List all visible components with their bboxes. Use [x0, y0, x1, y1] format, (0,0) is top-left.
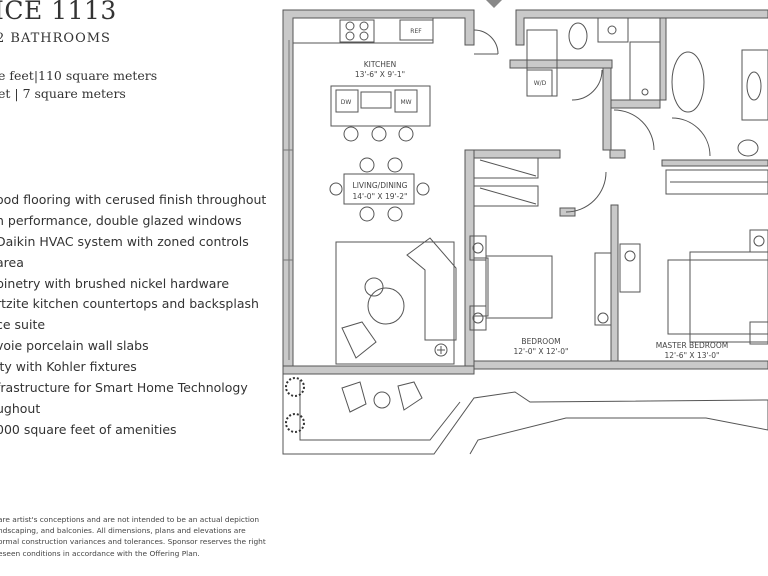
- feature-item: binetry with brushed nickel hardware: [0, 275, 230, 291]
- bedroom-name: BEDROOM: [521, 337, 560, 346]
- bedroom-dims: 12'-0" X 12'-0": [514, 347, 569, 356]
- north-arrow-icon: [486, 0, 502, 8]
- closets: [473, 157, 768, 207]
- exterior-area: et | 7 square meters: [0, 86, 126, 101]
- disclaimer-line: ormal construction variances and toleran…: [0, 537, 266, 547]
- feature-item: ce suite: [0, 317, 46, 333]
- living-furniture: [335, 237, 457, 365]
- master-name: MASTER BEDROOM: [656, 341, 728, 350]
- kitchen-counter: [292, 17, 434, 44]
- kitchen-dims: 13'-6" X 9'-1": [355, 70, 405, 79]
- ref-label: REF: [410, 28, 422, 35]
- living-dims: 14'-0" X 19'-2": [353, 192, 408, 201]
- kitchen-name: KITCHEN: [364, 60, 397, 69]
- feature-list: ood flooring with cerused finish through…: [0, 190, 266, 441]
- feature-item: rtzite kitchen countertops and backsplas…: [0, 296, 259, 312]
- wd-label: W/D: [534, 80, 547, 87]
- disclaimer-line: eseen conditions in accordance with the …: [0, 548, 200, 558]
- bedroom-furniture: [469, 235, 612, 331]
- feature-item: 000 square feet of amenities: [0, 421, 177, 437]
- feature-item: ood flooring with cerused finish through…: [0, 192, 267, 207]
- feature-item: h performance, double glazed windows: [0, 212, 242, 228]
- refrigerator: [399, 19, 434, 41]
- exterior-walls: [282, 9, 768, 375]
- master-bathroom: [671, 49, 768, 157]
- windows: [283, 40, 293, 360]
- unit-title: ICE 1113: [0, 0, 117, 25]
- master-dims: 12'-6" X 13'-0": [665, 351, 720, 360]
- unit-subtitle: 2 BATHROOMS: [0, 31, 111, 46]
- legal-disclaimer: are artist's conceptions and are not int…: [0, 514, 288, 559]
- mw-label: MW: [400, 99, 411, 106]
- disclaimer-line: ndscaping, and balconies. All dimensions…: [0, 526, 246, 536]
- kitchen-island: [330, 85, 431, 142]
- feature-item: ity with Kohler fixtures: [0, 359, 137, 375]
- balcony: [282, 374, 768, 455]
- interior-area: e feet|110 square meters: [0, 68, 158, 83]
- disclaimer-line: are artist's conceptions and are not int…: [0, 515, 260, 524]
- master-bedroom-furniture: [619, 229, 768, 345]
- feature-item: voie porcelain wall slabs: [0, 338, 149, 354]
- feature-item: ughout: [0, 400, 41, 416]
- entry-door: [473, 29, 499, 55]
- feature-item: Daikin HVAC system with zoned controls: [0, 233, 249, 249]
- dw-label: DW: [341, 99, 352, 106]
- laundry: [526, 29, 558, 97]
- feature-item: frastructure for Smart Home Technology: [0, 380, 248, 396]
- dining-table: [329, 157, 430, 222]
- living-name: LIVING/DINING: [353, 181, 408, 190]
- hall-bathroom: [568, 17, 661, 101]
